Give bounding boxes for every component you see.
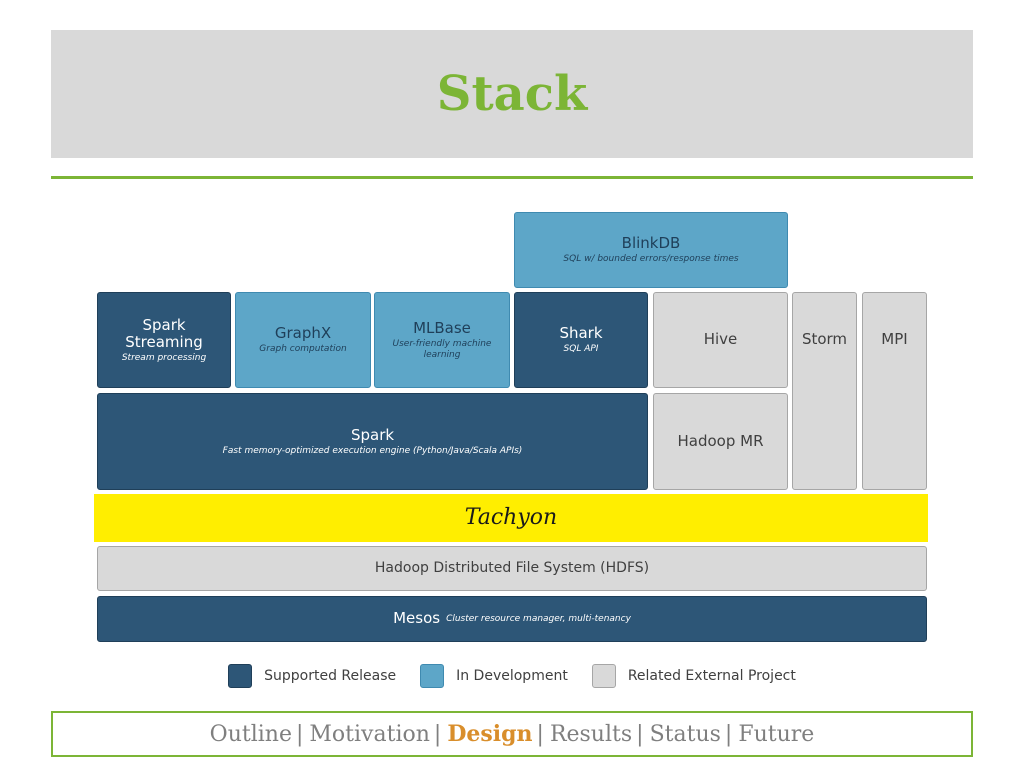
spark-box: Spark Fast memory-optimized execution en… bbox=[97, 393, 648, 490]
nav-item-motivation[interactable]: Motivation bbox=[309, 721, 430, 747]
blinkdb-box: BlinkDB SQL w/ bounded errors/response t… bbox=[514, 212, 788, 288]
legend-label-in-development: In Development bbox=[456, 668, 568, 684]
shark-sub: SQL API bbox=[563, 344, 599, 355]
mesos-name: Mesos bbox=[393, 609, 441, 628]
mlbase-box: MLBase User-friendly machine learning bbox=[374, 292, 510, 388]
legend-item-in-development: In Development bbox=[420, 664, 568, 688]
nav-separator: | bbox=[636, 721, 644, 747]
title-bar: Stack bbox=[51, 30, 973, 158]
hdfs-box: Hadoop Distributed File System (HDFS) bbox=[97, 546, 927, 591]
shark-name: Shark bbox=[559, 324, 603, 343]
blinkdb-name: BlinkDB bbox=[621, 234, 681, 253]
legend-swatch-in-development bbox=[420, 664, 445, 688]
graphx-sub: Graph computation bbox=[259, 344, 347, 355]
nav-separator: | bbox=[433, 721, 442, 747]
section-nav: Outline | Motivation | Design | Results … bbox=[51, 711, 973, 757]
spark-streaming-box: Spark Streaming Stream processing bbox=[97, 292, 231, 388]
spark-sub: Fast memory-optimized execution engine (… bbox=[222, 445, 523, 456]
spark-streaming-sub: Stream processing bbox=[121, 353, 207, 364]
nav-item-design[interactable]: Design bbox=[447, 721, 533, 747]
legend-label-supported: Supported Release bbox=[264, 668, 397, 684]
legend-item-external: Related External Project bbox=[591, 664, 796, 688]
nav-item-future[interactable]: Future bbox=[738, 721, 815, 747]
mlbase-name: MLBase bbox=[413, 319, 471, 338]
nav-item-status[interactable]: Status bbox=[649, 721, 721, 747]
mlbase-sub: User-friendly machine learning bbox=[392, 339, 492, 360]
storm-name: Storm bbox=[801, 330, 848, 348]
legend-label-external: Related External Project bbox=[627, 668, 796, 684]
tachyon-name: Tachyon bbox=[464, 505, 558, 531]
mesos-sub: Cluster resource manager, multi-tenancy bbox=[446, 613, 631, 624]
legend: Supported Release In Development Related… bbox=[0, 663, 1024, 689]
hive-name: Hive bbox=[703, 330, 738, 349]
spark-name: Spark bbox=[350, 425, 395, 444]
storm-box: Storm bbox=[792, 292, 857, 490]
shark-box: Shark SQL API bbox=[514, 292, 648, 388]
nav-separator: | bbox=[724, 721, 733, 747]
mpi-box: MPI bbox=[862, 292, 927, 490]
mesos-box: Mesos Cluster resource manager, multi-te… bbox=[97, 596, 927, 642]
legend-item-supported: Supported Release bbox=[228, 664, 396, 688]
graphx-box: GraphX Graph computation bbox=[235, 292, 371, 388]
tachyon-box: Tachyon bbox=[94, 494, 928, 542]
hdfs-name: Hadoop Distributed File System (HDFS) bbox=[374, 560, 650, 577]
hadoop-mr-name: Hadoop MR bbox=[677, 431, 764, 450]
legend-swatch-supported bbox=[228, 664, 253, 688]
nav-item-outline[interactable]: Outline bbox=[209, 721, 292, 747]
nav-separator: | bbox=[295, 721, 304, 747]
nav-separator: | bbox=[536, 721, 544, 747]
mpi-name: MPI bbox=[881, 330, 908, 348]
hadoop-mr-box: Hadoop MR bbox=[653, 393, 788, 490]
blinkdb-sub: SQL w/ bounded errors/response times bbox=[563, 254, 739, 265]
title-divider bbox=[51, 176, 973, 179]
nav-item-results[interactable]: Results bbox=[549, 721, 633, 747]
graphx-name: GraphX bbox=[274, 324, 332, 343]
spark-streaming-name: Spark Streaming bbox=[125, 315, 203, 351]
hive-box: Hive bbox=[653, 292, 788, 388]
slide-title: Stack bbox=[436, 66, 588, 122]
legend-swatch-external bbox=[591, 664, 616, 688]
